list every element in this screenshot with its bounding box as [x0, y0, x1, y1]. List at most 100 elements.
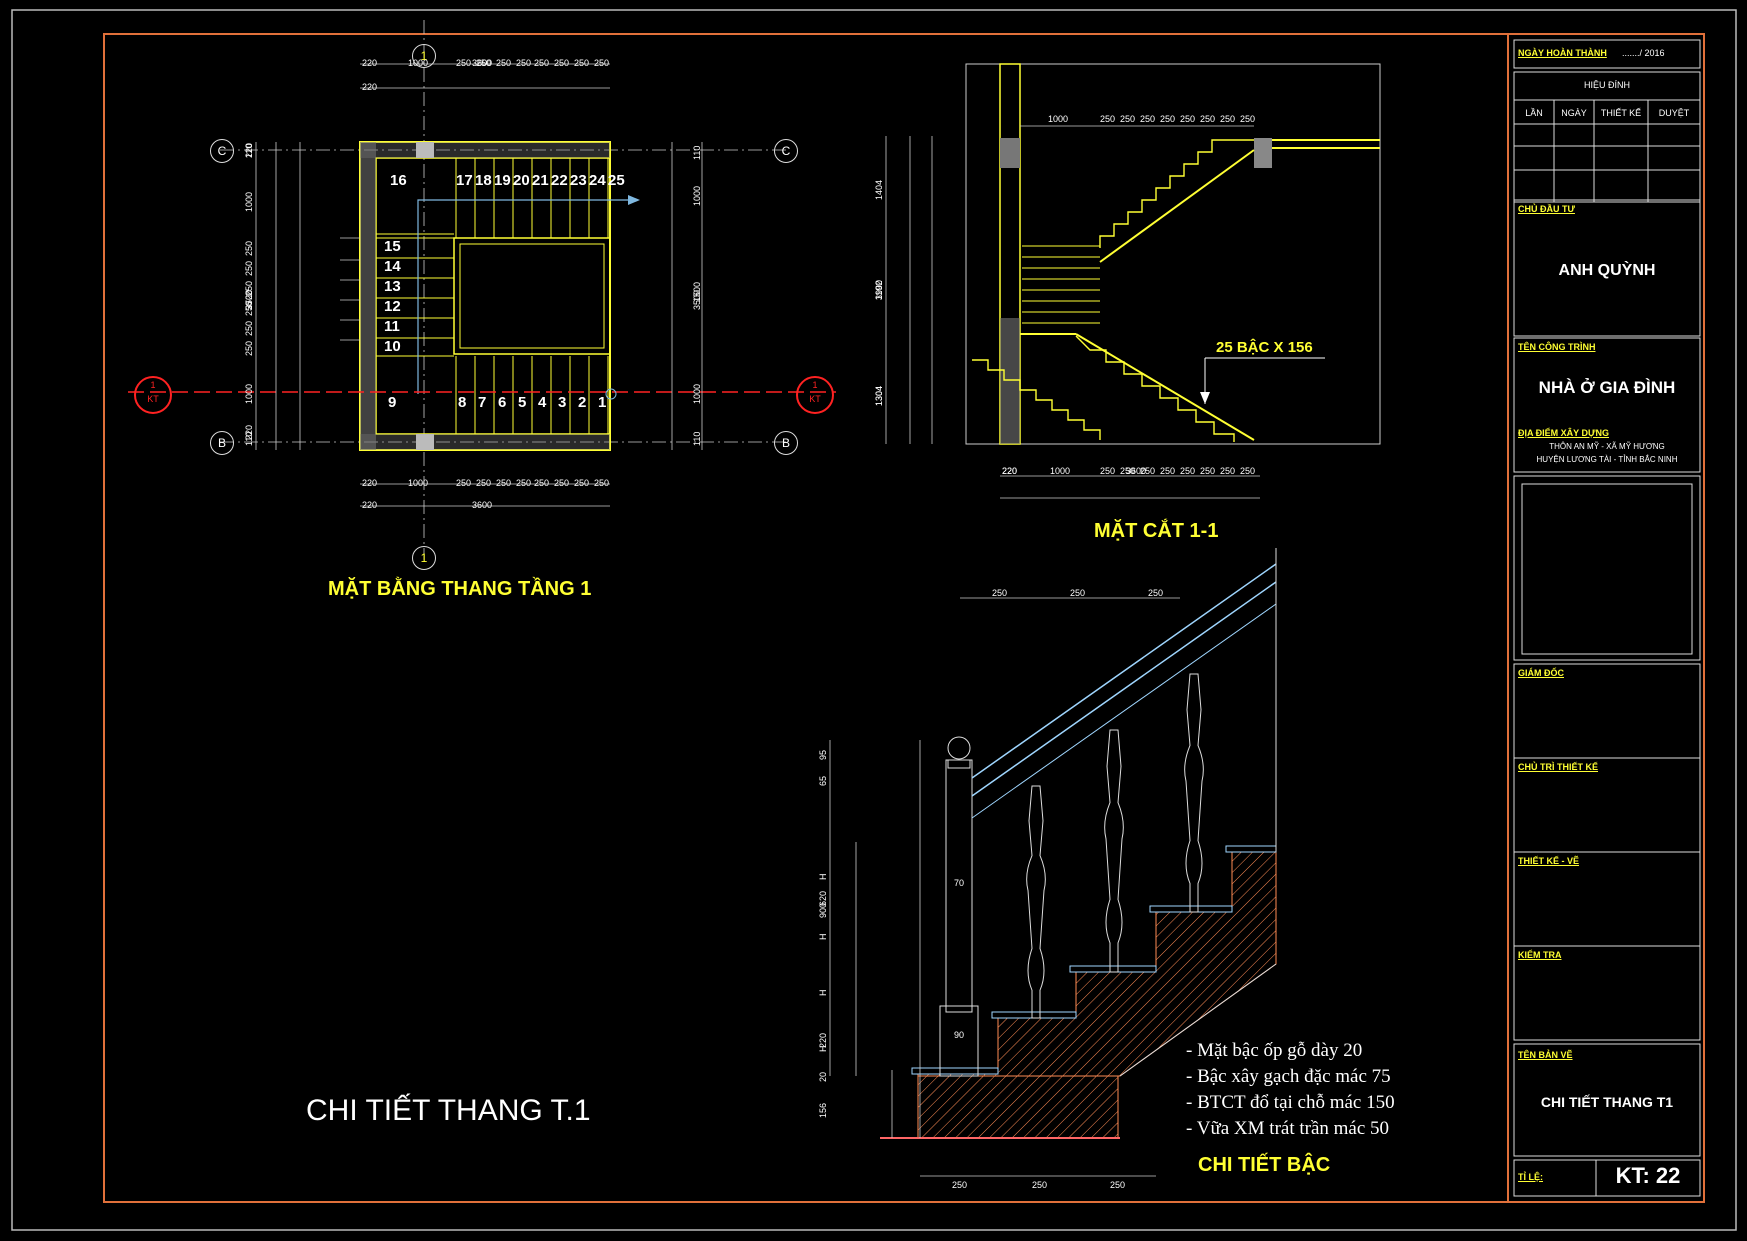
callout-arrow — [1200, 392, 1210, 404]
lower-flight-steps — [972, 359, 1101, 440]
tread-nosing — [1225, 845, 1277, 853]
stairwell-opening-outer — [453, 237, 611, 355]
section-dim-bottom: 250 — [1120, 466, 1136, 476]
plan-step-number: 6 — [498, 394, 507, 411]
plan-dim-left: 1000 — [244, 191, 254, 212]
plan-dim-top: 250 — [534, 58, 550, 68]
plan-dim-top: 3600 — [472, 58, 493, 68]
section-marker-number: 1 — [812, 380, 818, 390]
upper-flight-treads — [1099, 139, 1254, 248]
section-title: MẶT CẮT 1-1 — [1094, 520, 1219, 542]
detail-dim-left: H — [818, 933, 828, 941]
plan-dim-left: 250 — [244, 340, 254, 356]
axis-bubble-1-bottom: 1 — [412, 546, 436, 570]
section-dim-top: 1000 — [1048, 114, 1069, 124]
detail-dimension-lines — [829, 597, 1180, 1177]
plan-dim-left: 220 — [244, 142, 254, 158]
plan-step-number: 10 — [384, 338, 401, 355]
completion-value: ......./ 2016 — [1622, 48, 1665, 58]
section-dim-bottom: 250 — [1180, 466, 1196, 476]
designer-label: THIẾT KẾ - VẼ — [1518, 856, 1580, 866]
plan-wall-hatch-left — [360, 142, 376, 450]
detail-dim-left: 20 — [818, 1071, 828, 1082]
landing-number-top: 16 — [390, 172, 407, 189]
location-line-2: HUYỆN LƯƠNG TÀI - TỈNH BẮC NINH — [1536, 455, 1678, 464]
baluster — [1184, 673, 1204, 913]
detail-dim-top: 250 — [992, 588, 1008, 598]
section-dim-top: 250 — [1120, 114, 1136, 124]
handrail-top — [971, 563, 1277, 779]
detail-note-1: - Mặt bậc ốp gỗ dày 20 — [1186, 1040, 1363, 1061]
plan-dim-right: 1000 — [692, 185, 702, 206]
section-dim-bottom: 250 — [1100, 466, 1116, 476]
baluster — [1104, 729, 1124, 973]
section-dim-top: 250 — [1240, 114, 1256, 124]
checker-label: KIỂM TRA — [1518, 950, 1562, 960]
section-dim-top: 250 — [1160, 114, 1176, 124]
plan-step-number: 21 — [532, 172, 549, 189]
detail-dim-left: 156 — [818, 1102, 828, 1118]
section-marker-sheet: KT — [809, 394, 821, 404]
section-marker-number: 1 — [150, 380, 156, 390]
section-dim-bottom: 220 — [1002, 466, 1018, 476]
plan-dim-right: 110 — [692, 431, 702, 446]
detail-dim-bottom: 250 — [1110, 1180, 1126, 1190]
plan-dim-bottom-row2: 220 — [362, 500, 378, 510]
plan-step-number: 11 — [384, 318, 400, 335]
owner-name: ANH QUỲNH — [1558, 262, 1656, 279]
drawing-frame — [103, 33, 1705, 1203]
plan-wall-hatch-top — [360, 142, 610, 158]
section-dimension-lines — [885, 125, 1260, 499]
detail-dim-left: H — [818, 873, 828, 881]
section-wall-hatch — [1000, 318, 1020, 444]
plan-dim-right: 1000 — [692, 383, 702, 404]
plan-step-number: 17 — [456, 172, 473, 189]
detail-dim-left: 220 — [818, 1032, 828, 1048]
axis-bubble-b-left: B — [210, 431, 234, 455]
tread-nosing — [991, 1011, 1077, 1019]
lower-flight-treads — [1075, 335, 1235, 442]
section-dim-bottom: 250 — [1160, 466, 1176, 476]
revision-col-2: NGÀY — [1561, 108, 1587, 118]
plan-dim-bottom: 250 — [456, 478, 472, 488]
plan-step-number: 22 — [551, 172, 568, 189]
section-dim-top: 250 — [1180, 114, 1196, 124]
detail-dim-bottom: 250 — [1032, 1180, 1048, 1190]
tread-nosing — [911, 1067, 999, 1075]
walk-line — [417, 199, 636, 394]
stairwell-opening-inner — [459, 243, 605, 349]
section-beam-right — [1254, 138, 1272, 168]
detail-title: CHI TIẾT BẬC — [1198, 1154, 1331, 1176]
post-label-90: 90 — [954, 1030, 965, 1040]
title-block-grid — [1513, 39, 1701, 1197]
section-dim-bottom: 1000 — [1050, 466, 1071, 476]
plan-dim-bottom: 250 — [554, 478, 570, 488]
plan-dim-top: 1000 — [408, 58, 429, 68]
handrail-bottom — [971, 581, 1277, 797]
section-stairs — [972, 139, 1255, 442]
detail-dim-top: 250 — [1148, 588, 1164, 598]
section-dim-bottom: 250 — [1200, 466, 1216, 476]
plan-dim-top: 250 — [554, 58, 570, 68]
tread-nosing — [1069, 965, 1157, 973]
plan-dim-left: 250 — [244, 300, 254, 316]
step-base-hatch — [917, 1075, 1119, 1139]
walk-line-start — [605, 388, 617, 400]
revision-col-4: DUYỆT — [1658, 108, 1690, 118]
stair-section — [885, 63, 1381, 499]
plan-dim-left: 250 — [244, 240, 254, 256]
plan-dim-top: 250 — [574, 58, 590, 68]
plan-step-number: 4 — [538, 394, 547, 411]
section-dim-bottom: 3600 — [1126, 466, 1147, 476]
section-dim-bottom: 250 — [1240, 466, 1256, 476]
plan-dim-bottom: 250 — [476, 478, 492, 488]
detail-dim-left: 95 — [818, 749, 828, 760]
section-beam-top — [1000, 138, 1020, 168]
plan-dim-top: 250 — [476, 58, 492, 68]
plan-step-number: 2 — [578, 394, 587, 411]
soffit-line — [1119, 963, 1277, 1077]
plan-dim-top-row2: 220 — [362, 82, 378, 92]
scale-label: TỈ LỆ: — [1518, 1172, 1543, 1182]
